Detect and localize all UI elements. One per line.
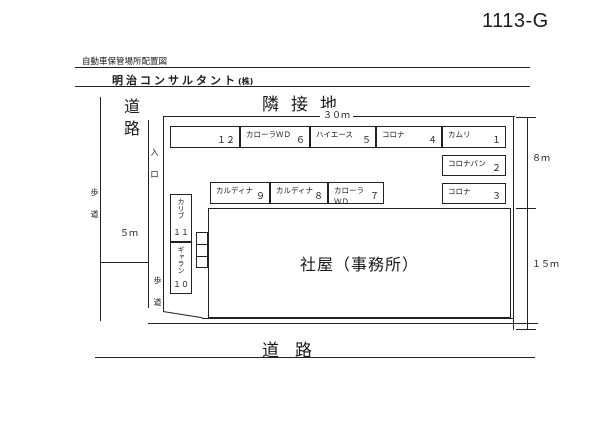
entry-steps xyxy=(196,232,208,268)
slot-car-name: ギャラン xyxy=(177,246,185,274)
upper-depth-dim: ８ｍ xyxy=(532,153,551,163)
sidewalk-upper-label: 歩道 xyxy=(90,188,99,232)
sidewalk-lower-label: 歩道 xyxy=(153,276,162,320)
road-left-edge-outer xyxy=(100,97,101,321)
parking-slot-9: カルディナ ９ xyxy=(210,182,270,204)
slot-number: ４ xyxy=(427,135,437,145)
depth-dim-line xyxy=(527,117,528,329)
lot-right-boundary xyxy=(513,117,514,330)
parking-slot-8: カルディナ ８ xyxy=(270,182,328,204)
slot-number: １１ xyxy=(173,228,189,237)
slot-number: ８ xyxy=(313,191,323,201)
depth-dim-tick-bottom xyxy=(516,329,536,330)
lot-bottom-boundary-upper xyxy=(202,318,513,319)
parking-slot-10: ギャラン １０ xyxy=(170,242,192,294)
company-name: 明治コンサルタント(株) xyxy=(112,72,253,88)
parking-slot-12: １２ xyxy=(170,126,240,148)
parking-slot-3: コロナ ３ xyxy=(442,183,506,204)
road-left-edge-inner xyxy=(148,120,149,308)
slot-car-name: カルディナ xyxy=(216,186,253,195)
slot-car-name: コロナ xyxy=(448,187,471,196)
depth-dim-tick-top xyxy=(516,117,536,118)
road-bottom-outer-edge xyxy=(95,357,535,358)
document-title: 自動車保管場所配置図 xyxy=(82,57,168,67)
slot-car-name: カリブ xyxy=(177,198,185,219)
header-rule xyxy=(75,86,530,87)
company-mark: (株) xyxy=(238,77,254,86)
company-name-text: 明治コンサルタント xyxy=(112,74,238,87)
office-building: 社屋（事務所） xyxy=(208,208,511,318)
slot-number: １ xyxy=(491,135,501,145)
slot-car-name: カローラＷＤ xyxy=(246,130,291,139)
lower-depth-dim: １５ｍ xyxy=(532,259,560,269)
slot-number: ６ xyxy=(295,135,305,145)
road-width-line xyxy=(100,262,148,263)
slot-number: ５ xyxy=(361,135,371,145)
slot-number: １２ xyxy=(216,135,235,145)
slot-car-name: コロナバン xyxy=(448,159,486,168)
parking-slot-1: カムリ １ xyxy=(442,126,506,148)
depth-dim-tick-mid xyxy=(516,208,536,209)
lot-corner-line xyxy=(162,311,203,319)
parking-slot-5: ハイエース ５ xyxy=(310,126,376,148)
road-bottom-edge xyxy=(148,323,538,324)
lot-width-dim: ３０ｍ xyxy=(320,108,354,121)
slot-car-name: カローラＷＤ xyxy=(334,186,364,206)
parking-slot-6: カローラＷＤ ６ xyxy=(240,126,310,148)
document-id: 1113-G xyxy=(482,10,549,32)
slot-car-name: ハイエース xyxy=(316,130,353,139)
office-label: 社屋（事務所） xyxy=(299,255,419,274)
title-underline xyxy=(75,67,530,68)
slot-car-name: カムリ xyxy=(448,130,471,139)
slot-number: ９ xyxy=(255,191,265,201)
slot-number: １０ xyxy=(173,280,189,289)
entry-step-line-1 xyxy=(196,244,208,245)
parking-slot-11: カリブ １１ xyxy=(170,194,192,242)
slot-car-name: コロナ xyxy=(382,130,405,139)
lot-left-boundary xyxy=(163,117,164,312)
entry-step-line-2 xyxy=(196,256,208,257)
parking-slot-7: カローラＷＤ ７ xyxy=(328,182,384,206)
road-bottom-label: 道路 xyxy=(262,341,328,361)
parking-slot-4: コロナ ４ xyxy=(376,126,442,148)
road-left-label: 道路 xyxy=(121,98,140,142)
parking-slot-2: コロナバン ２ xyxy=(442,155,506,176)
slot-number: ３ xyxy=(491,191,501,201)
entrance-label: 入口 xyxy=(150,148,159,192)
slot-car-name: カルディナ xyxy=(276,186,313,195)
slot-number: ７ xyxy=(369,191,379,201)
slot-number: ２ xyxy=(491,163,501,173)
neighbor-label: 隣接地 xyxy=(262,95,349,115)
road-width-dim: ５ｍ xyxy=(120,228,139,238)
